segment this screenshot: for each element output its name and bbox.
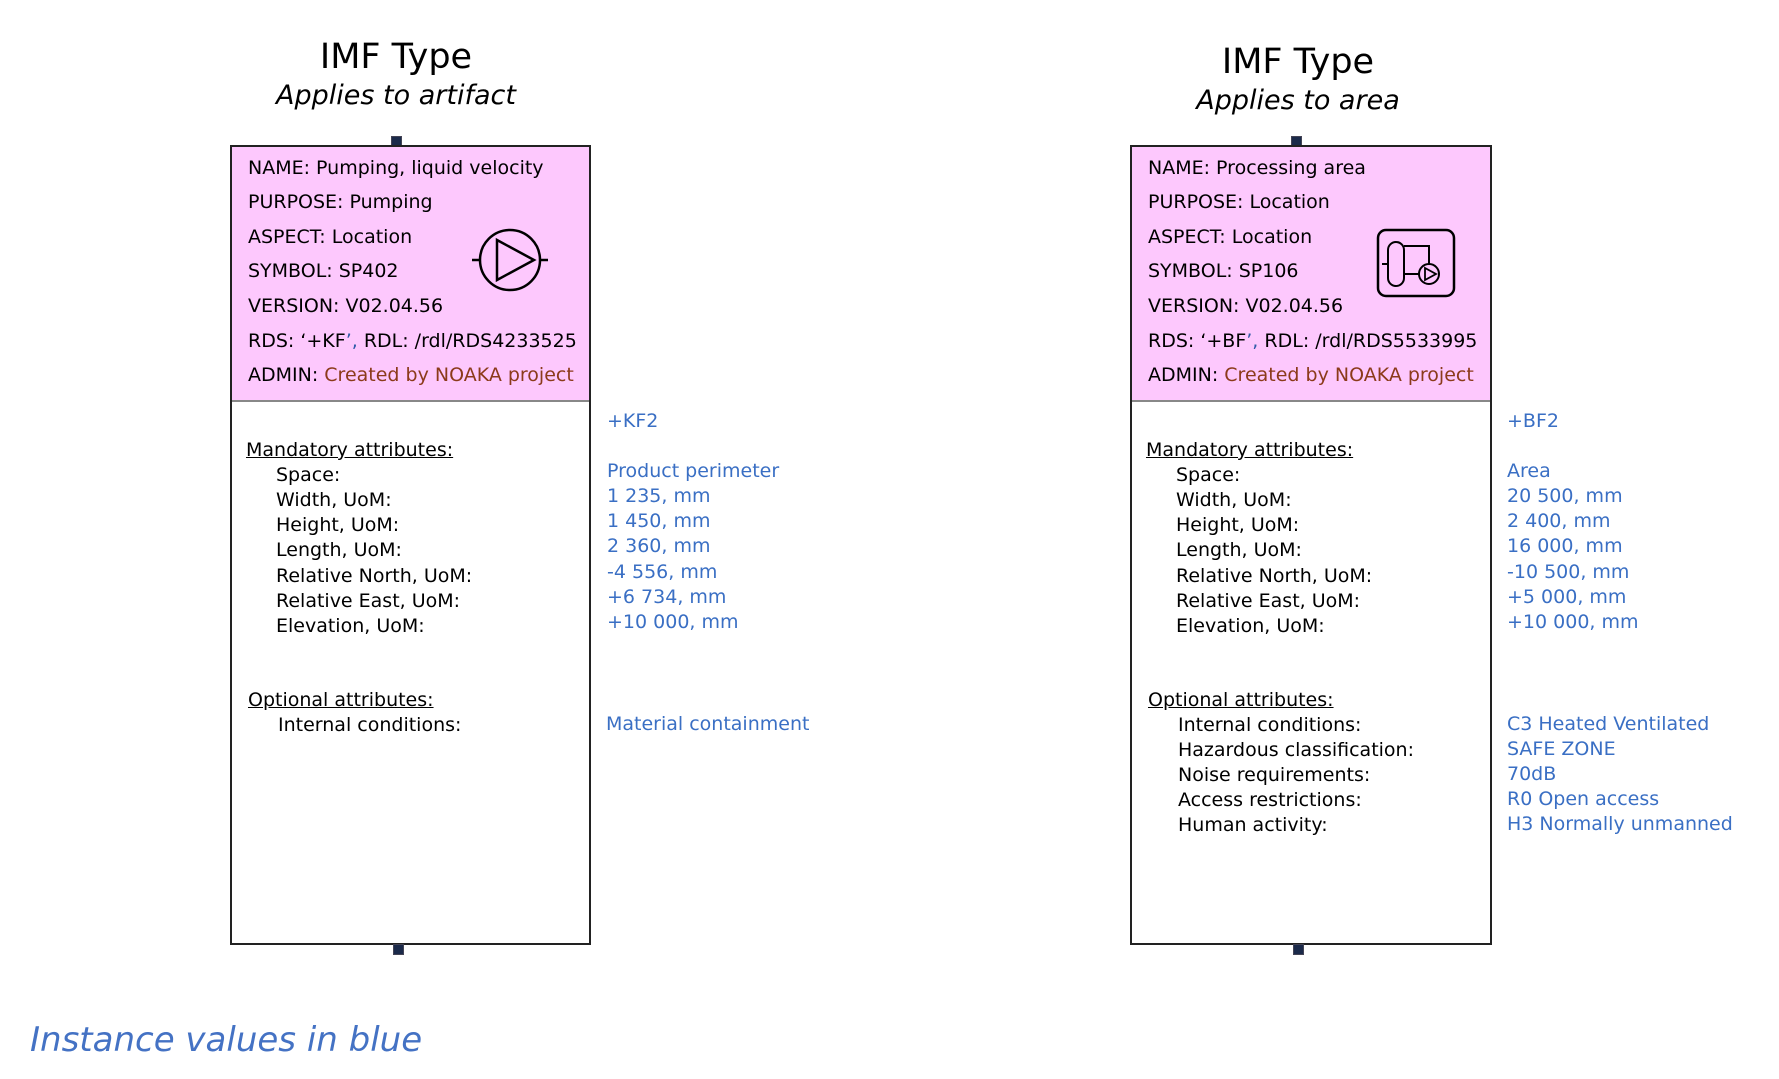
attr-label: Human activity: [1178, 814, 1328, 836]
rds-prefix: RDS: ‘+KF [248, 330, 346, 352]
attr-value: -10 500, mm [1507, 561, 1630, 583]
attr-value: +5 000, mm [1507, 586, 1627, 608]
admin-line: ADMIN: Created by NOAKA project [1148, 364, 1474, 386]
attr-label: Hazardous classification: [1178, 739, 1414, 761]
rds-line: RDS: ‘+KF’, RDL: /rdl/RDS4233525 [248, 330, 577, 352]
rds-line: RDS: ‘+BF’, RDL: /rdl/RDS5533995 [1148, 330, 1477, 352]
type-header-area: NAME: Processing area PURPOSE: Location … [1132, 147, 1490, 402]
rds-suffix: RDL: /rdl/RDS5533995 [1258, 330, 1478, 352]
attr-label: Space: [1176, 464, 1241, 486]
purpose-line: PURPOSE: Location [1148, 191, 1330, 213]
admin-line: ADMIN: Created by NOAKA project [248, 364, 574, 386]
type-title: IMF Type [319, 37, 473, 77]
processing-area-symbol-icon [1376, 228, 1456, 298]
type-card-artifact[interactable]: NAME: Pumping, liquid velocity PURPOSE: … [230, 145, 591, 945]
type-subtitle: Applies to area [1196, 85, 1400, 116]
attr-value: C3 Heated Ventilated [1507, 713, 1710, 735]
attr-label: Internal conditions: [1178, 714, 1362, 736]
mandatory-section-label: Mandatory attributes: [1146, 439, 1354, 461]
type-title-block-area: IMF Type Applies to area [1088, 41, 1508, 119]
attr-label: Height, UoM: [1176, 514, 1300, 536]
attr-label: Width, UoM: [276, 489, 392, 511]
type-card-area[interactable]: NAME: Processing area PURPOSE: Location … [1130, 145, 1492, 945]
version-line: VERSION: V02.04.56 [1148, 295, 1344, 317]
admin-value: Created by NOAKA project [324, 364, 574, 386]
symbol-line: SYMBOL: SP402 [248, 260, 399, 282]
connector-bottom-area[interactable] [1293, 944, 1304, 955]
attr-value: Product perimeter [607, 460, 780, 482]
attr-label: Elevation, UoM: [276, 615, 425, 637]
type-title: IMF Type [1221, 42, 1375, 82]
instance-id-value: +BF2 [1507, 410, 1559, 432]
attr-label: Length, UoM: [1176, 539, 1302, 561]
version-line: VERSION: V02.04.56 [248, 295, 444, 317]
type-header-artifact: NAME: Pumping, liquid velocity PURPOSE: … [232, 147, 589, 402]
attr-value: SAFE ZONE [1507, 738, 1616, 760]
optional-section-label: Optional attributes: [248, 689, 434, 711]
attr-label: Space: [276, 464, 341, 486]
admin-value: Created by NOAKA project [1224, 364, 1474, 386]
attr-label: Height, UoM: [276, 514, 400, 536]
optional-section-label: Optional attributes: [1148, 689, 1334, 711]
attr-label: Internal conditions: [278, 714, 462, 736]
attr-label: Relative East, UoM: [276, 590, 461, 612]
attr-label: Elevation, UoM: [1176, 615, 1325, 637]
pump-symbol-icon [472, 228, 548, 292]
rds-suffix: RDL: /rdl/RDS4233525 [357, 330, 577, 352]
legend-note: Instance values in blue [30, 1020, 423, 1060]
attr-label: Relative North, UoM: [1176, 565, 1373, 587]
attr-value: Area [1507, 460, 1551, 482]
admin-label: ADMIN: [248, 364, 325, 386]
admin-label: ADMIN: [1148, 364, 1225, 386]
mandatory-section-label: Mandatory attributes: [246, 439, 454, 461]
attr-label: Width, UoM: [1176, 489, 1292, 511]
attr-value: Material containment [606, 713, 810, 735]
symbol-line: SYMBOL: SP106 [1148, 260, 1299, 282]
attr-value: -4 556, mm [607, 561, 718, 583]
aspect-line: ASPECT: Location [248, 226, 413, 248]
attr-value: 16 000, mm [1507, 535, 1623, 557]
name-line: NAME: Processing area [1148, 157, 1366, 179]
rds-quote: ’, [1246, 330, 1259, 352]
attr-label: Relative North, UoM: [276, 565, 473, 587]
attr-value: +10 000, mm [1507, 611, 1639, 633]
attr-value: H3 Normally unmanned [1507, 813, 1733, 835]
attr-label: Length, UoM: [276, 539, 402, 561]
aspect-line: ASPECT: Location [1148, 226, 1313, 248]
attr-label: Noise requirements: [1178, 764, 1371, 786]
attr-value: 2 400, mm [1507, 510, 1611, 532]
attr-value: 70dB [1507, 763, 1557, 785]
purpose-line: PURPOSE: Pumping [248, 191, 433, 213]
attr-value: R0 Open access [1507, 788, 1660, 810]
attr-value: +10 000, mm [607, 611, 739, 633]
connector-bottom-artifact[interactable] [393, 944, 404, 955]
instance-id-value: +KF2 [607, 410, 659, 432]
attr-value: 2 360, mm [607, 535, 711, 557]
attr-value: 1 235, mm [607, 485, 711, 507]
type-title-block-artifact: IMF Type Applies to artifact [186, 36, 606, 114]
attr-value: 20 500, mm [1507, 485, 1623, 507]
rds-prefix: RDS: ‘+BF [1148, 330, 1247, 352]
name-line: NAME: Pumping, liquid velocity [248, 157, 544, 179]
type-subtitle: Applies to artifact [276, 80, 516, 111]
attr-value: +6 734, mm [607, 586, 727, 608]
rds-quote: ’, [345, 330, 358, 352]
attr-label: Access restrictions: [1178, 789, 1362, 811]
attr-value: 1 450, mm [607, 510, 711, 532]
attr-label: Relative East, UoM: [1176, 590, 1361, 612]
